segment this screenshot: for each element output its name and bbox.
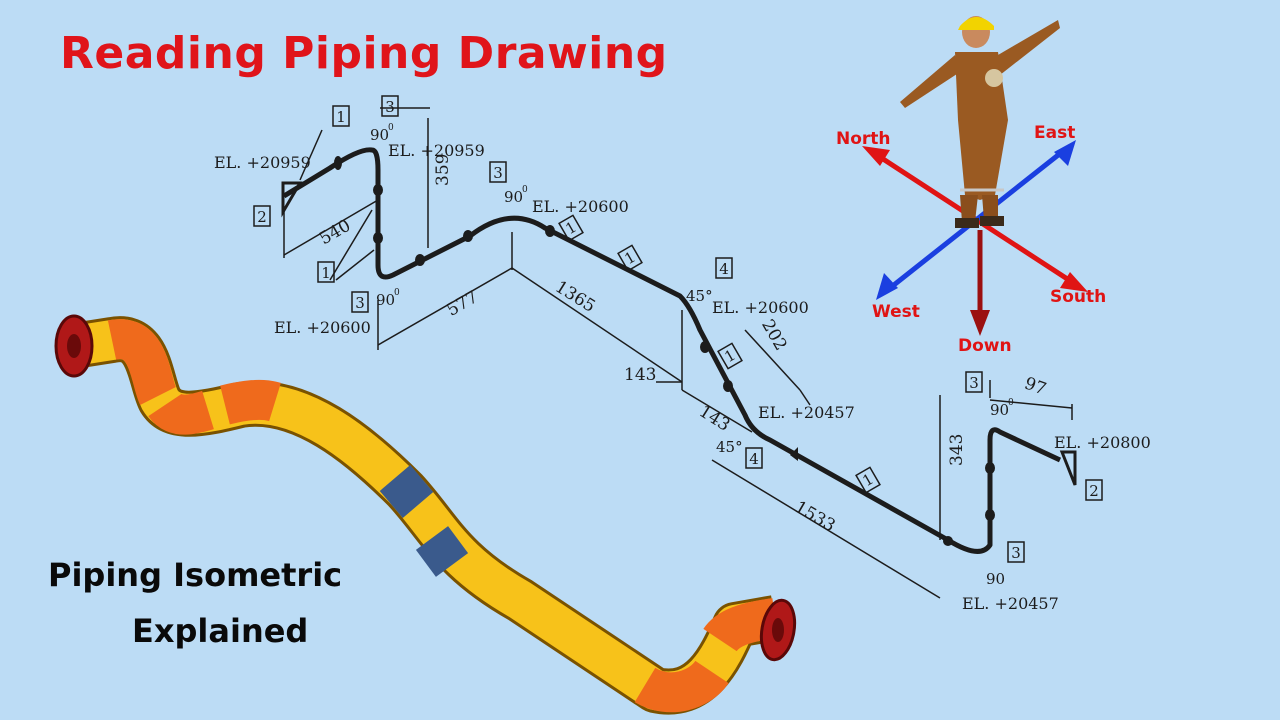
pipe-joint (379, 465, 434, 518)
angle-label: 45° (716, 438, 743, 456)
pipe-end-right (1059, 450, 1077, 486)
direction-east: East (1034, 123, 1075, 143)
elevation-label: EL. +20600 (712, 298, 809, 317)
dimension-label: 359 (433, 154, 453, 186)
callout-3: 3 (1011, 544, 1021, 562)
dimension-label: 143 (624, 365, 656, 385)
elevation-label: EL. +20800 (1054, 433, 1151, 452)
callout-3: 3 (969, 374, 979, 392)
pipe-end-left (281, 181, 303, 218)
pipe-elbow (107, 319, 177, 405)
dimension-label: 343 (947, 434, 967, 466)
elevation-label: EL. +20600 (274, 318, 371, 337)
pipe-elbow (148, 390, 214, 435)
pipe-elbow (634, 659, 729, 713)
elevation-label: EL. +20600 (532, 197, 629, 216)
angle-label: 90 (504, 188, 523, 206)
callout-3: 3 (355, 294, 365, 312)
callout-3: 3 (493, 164, 503, 182)
direction-down: Down (958, 336, 1012, 356)
callout-4: 4 (749, 450, 759, 468)
degree-mark: 0 (388, 123, 394, 133)
angle-label: 90 (370, 126, 389, 144)
degree-mark: 0 (522, 185, 528, 195)
degree-mark: 0 (1008, 398, 1014, 408)
angle-label: 90 (986, 570, 1005, 588)
subtitle-line-1: Piping Isometric (48, 556, 343, 594)
main-title: Reading Piping Drawing (60, 28, 668, 79)
elevation-label: EL. +20959 (214, 153, 311, 172)
callout-2: 2 (257, 208, 267, 226)
degree-mark: 0 (394, 288, 400, 298)
pipe-joint (415, 526, 469, 577)
callout-2: 2 (1089, 482, 1099, 500)
elevation-label: EL. +20959 (388, 141, 485, 160)
direction-south: South (1050, 287, 1106, 307)
worker-figure (900, 16, 1060, 228)
callout-4: 4 (719, 260, 729, 278)
angle-label: 90 (990, 401, 1009, 419)
subtitle-line-2: Explained (132, 612, 309, 650)
pipe-route (282, 147, 1062, 554)
direction-west: West (872, 302, 920, 322)
angle-label: 45° (686, 287, 713, 305)
callout-1: 1 (321, 264, 331, 282)
elevation-label: EL. +20457 (758, 403, 855, 422)
elevation-label: EL. +20457 (962, 594, 1059, 613)
direction-north: North (836, 129, 891, 149)
angle-label: 90 (376, 291, 395, 309)
callout-3: 3 (385, 98, 395, 116)
pipe-elbow (220, 379, 281, 425)
callout-1: 1 (336, 108, 346, 126)
